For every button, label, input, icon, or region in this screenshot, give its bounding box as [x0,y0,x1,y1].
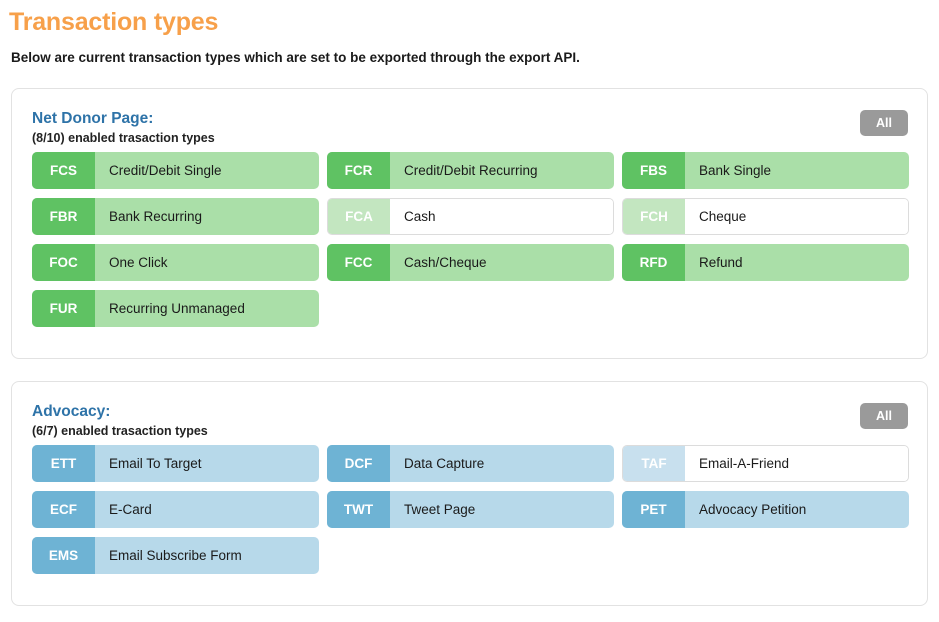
transaction-type-label: Recurring Unmanaged [109,301,245,316]
transaction-type-code: RFD [622,244,685,281]
transaction-type-code: EMS [32,537,95,574]
transaction-type-code: ECF [32,491,95,528]
transaction-type-label: Tweet Page [404,502,476,517]
transaction-type-chip-fbs[interactable]: FBS Bank Single [622,152,909,189]
transaction-type-chip-foc[interactable]: FOC One Click [32,244,319,281]
group-title: Advocacy: [32,403,111,420]
transaction-type-row: EMS Email Subscribe Form [32,537,912,574]
transaction-type-chip-dcf[interactable]: DCF Data Capture [327,445,614,482]
transaction-type-code: PET [622,491,685,528]
panel-net-donor-page: Net Donor Page: (8/10) enabled trasactio… [11,88,928,359]
transaction-type-code: FCH [623,199,685,234]
transaction-type-code: FCA [328,199,390,234]
transaction-type-label: Bank Recurring [109,209,203,224]
transaction-type-code: FBR [32,198,95,235]
transaction-type-chip-fcc[interactable]: FCC Cash/Cheque [327,244,614,281]
transaction-type-code: FUR [32,290,95,327]
transaction-type-code: ETT [32,445,95,482]
transaction-type-chip-fbr[interactable]: FBR Bank Recurring [32,198,319,235]
transaction-type-label: Email To Target [109,456,202,471]
transaction-type-code: TAF [623,446,685,481]
transaction-type-row: FUR Recurring Unmanaged [32,290,912,327]
group-enabled-count: (8/10) enabled trasaction types [32,131,215,145]
transaction-type-label: Cash/Cheque [404,255,487,270]
transaction-type-chip-ems[interactable]: EMS Email Subscribe Form [32,537,319,574]
transaction-type-label: Cash [390,199,613,234]
transaction-type-chip-twt[interactable]: TWT Tweet Page [327,491,614,528]
group-title: Net Donor Page: [32,110,154,127]
transaction-type-chip-ecf[interactable]: ECF E-Card [32,491,319,528]
transaction-type-label: One Click [109,255,168,270]
transaction-type-chip-ett[interactable]: ETT Email To Target [32,445,319,482]
transaction-type-row: ECF E-Card TWT Tweet Page PET Advocacy Petiti… [32,491,912,528]
transaction-type-code: FCS [32,152,95,189]
transaction-type-label: Credit/Debit Single [109,163,222,178]
panel-header: Net Donor Page: (8/10) enabled trasactio… [12,89,927,145]
transaction-type-chip-fcs[interactable]: FCS Credit/Debit Single [32,152,319,189]
transaction-type-code: FCC [327,244,390,281]
all-button[interactable]: All [860,110,908,136]
group-enabled-count: (6/7) enabled trasaction types [32,424,208,438]
all-button[interactable]: All [860,403,908,429]
transaction-type-label: Email Subscribe Form [109,548,242,563]
transaction-type-label: Data Capture [404,456,485,471]
page-title: Transaction types [9,8,219,36]
transaction-type-code: FOC [32,244,95,281]
transaction-type-code: TWT [327,491,390,528]
transaction-type-row: FOC One Click FCC Cash/Cheque RFD Refund [32,244,912,281]
transaction-type-row: FCS Credit/Debit Single FCR Credit/Debit Re… [32,152,912,189]
transaction-type-label: Credit/Debit Recurring [404,163,538,178]
transaction-type-chip-rfd[interactable]: RFD Refund [622,244,909,281]
transaction-type-chip-pet[interactable]: PET Advocacy Petition [622,491,909,528]
transaction-type-label: Cheque [685,199,908,234]
transaction-type-label: E-Card [109,502,152,517]
transaction-type-grid: FCS Credit/Debit Single FCR Credit/Debit Re… [32,152,912,327]
transaction-type-label: Advocacy Petition [699,502,807,517]
panel-header: Advocacy: (6/7) enabled trasaction types… [12,382,927,438]
transaction-type-chip-fcr[interactable]: FCR Credit/Debit Recurring [327,152,614,189]
transaction-type-code: FCR [327,152,390,189]
transaction-type-label: Refund [699,255,743,270]
transaction-type-code: FBS [622,152,685,189]
transaction-type-code: DCF [327,445,390,482]
panel-advocacy: Advocacy: (6/7) enabled trasaction types… [11,381,928,606]
transaction-type-chip-fur[interactable]: FUR Recurring Unmanaged [32,290,319,327]
page-description: Below are current transaction types whic… [11,50,580,65]
transaction-type-label: Bank Single [699,163,772,178]
transaction-type-label: Email-A-Friend [685,446,908,481]
